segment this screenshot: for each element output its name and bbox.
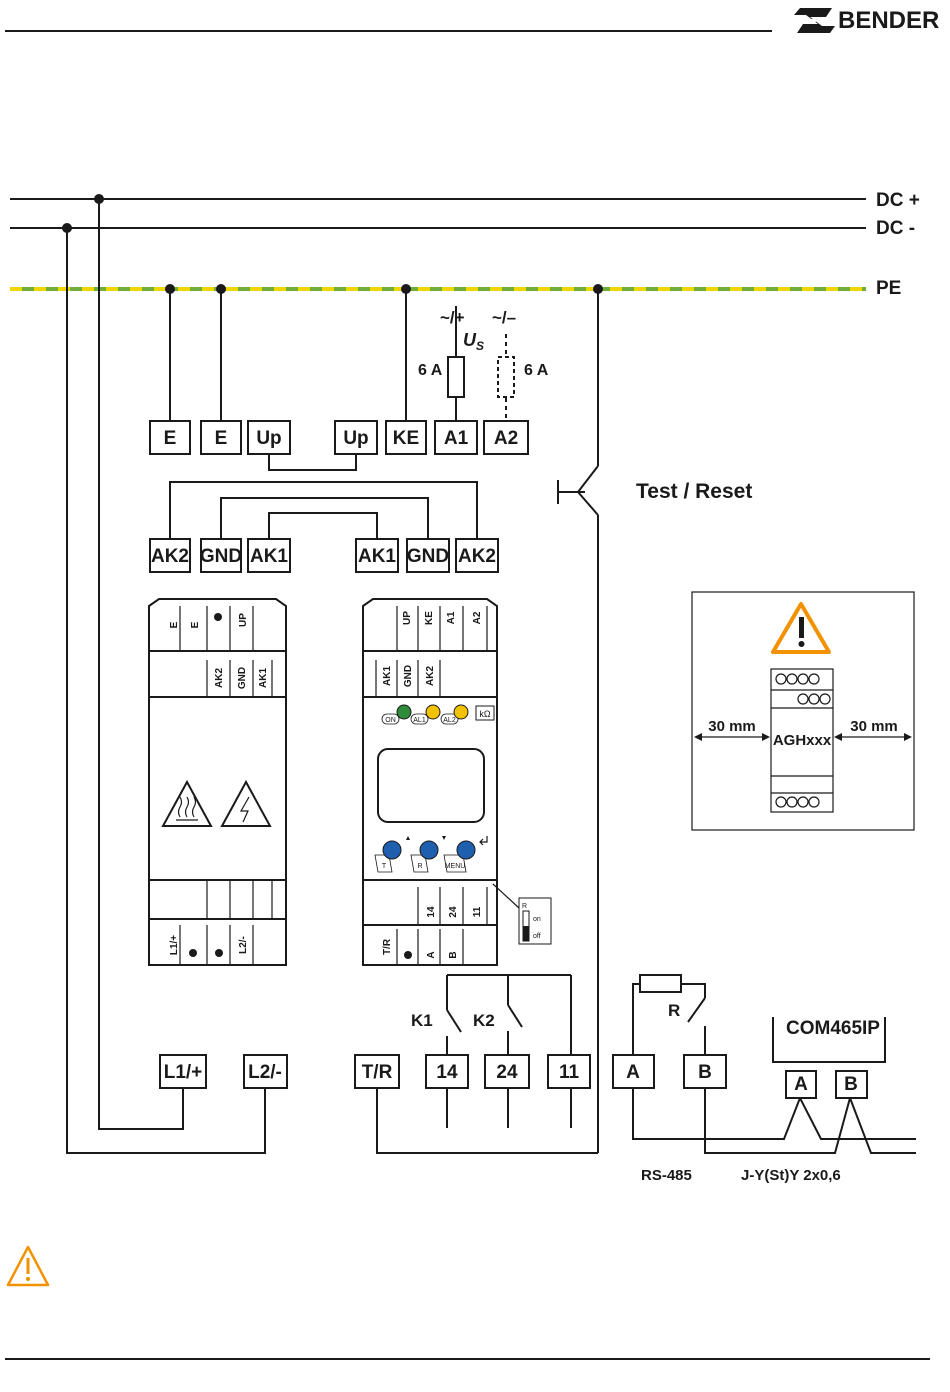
termination-resistor-label: R [668, 1001, 680, 1020]
monitor-top-ke: KE [424, 611, 435, 625]
led-al1-label: AL1 [413, 717, 426, 724]
button-test-label: T [382, 863, 387, 870]
led-on-label: ON [385, 717, 396, 724]
coupling-top-up: UP [238, 613, 249, 627]
terminal-e-1-label: E [164, 428, 177, 449]
fuse-left-rating: 6 A [418, 362, 443, 379]
terminal-l2-label: L2/- [248, 1062, 282, 1083]
supply-minus-label: ~/– [492, 308, 516, 327]
unit-badge-label: kΩ [479, 709, 491, 719]
monitor-mid-gnd: GND [403, 665, 414, 687]
monitor-top-up: UP [402, 611, 413, 625]
fuse-a1 [448, 357, 464, 397]
coupling-bottom-dot-2 [215, 949, 223, 957]
clearance-left-label: 30 mm [708, 718, 756, 735]
com465ip-label: COM465IP [786, 1018, 880, 1039]
coupling-bottom-l1: L1/+ [169, 935, 180, 955]
terminal-up-2-label: Up [343, 428, 368, 449]
coupling-bottom-dot-1 [189, 949, 197, 957]
monitor-bottom-dot [404, 951, 412, 959]
us-label: US [463, 330, 484, 353]
terminal-e-2-label: E [215, 428, 228, 449]
dc-minus-label: DC - [876, 218, 915, 239]
com-terminal-a-label: A [794, 1074, 808, 1095]
button-menu-label: MENU [445, 863, 466, 870]
coupling-top-e2: E [190, 621, 201, 628]
rail-wires [67, 199, 598, 1153]
insulation-monitor-device: UP KE A1 A2 AK1 GND AK2 ON AL1 AL2 kΩ [363, 599, 497, 965]
led-al2-label: AL2 [443, 717, 456, 724]
clearance-right-label: 30 mm [850, 718, 898, 735]
monitor-bottom-tr: T/R [382, 938, 393, 955]
top-terminals: E E Up Up KE A1 A2 [150, 421, 528, 454]
rs485-label: RS-485 [641, 1167, 692, 1184]
terminal-14-label: 14 [436, 1062, 458, 1083]
monitor-relay-24: 24 [448, 906, 459, 918]
termination-resistor [640, 975, 681, 992]
coupling-top-dot [214, 613, 222, 621]
bottom-terminals: L1/+ L2/- T/R 14 24 11 A B [160, 1055, 726, 1088]
terminal-b-label: B [698, 1062, 712, 1083]
monitor-bottom-a: A [426, 951, 437, 958]
brand-name: BENDER [838, 7, 939, 34]
monitor-relay-11: 11 [472, 906, 483, 917]
coupling-mid-ak1: AK1 [258, 668, 269, 688]
terminal-gnd-right-label: GND [407, 546, 449, 567]
caution-note-icon [8, 1247, 48, 1285]
ak-terminals: AK2 GND AK1 AK1 GND AK2 [150, 539, 498, 572]
terminal-11-label: 11 [559, 1062, 580, 1083]
test-reset-switch [558, 466, 598, 1153]
bender-logo-icon [794, 8, 835, 33]
terminal-gnd-left-label: GND [200, 546, 242, 567]
terminal-tr-label: T/R [362, 1062, 393, 1083]
monitor-top-a2: A2 [472, 611, 483, 624]
terminal-up-1-label: Up [256, 428, 281, 449]
terminal-l1-label: L1/+ [164, 1062, 203, 1083]
terminal-ak2-left-label: AK2 [151, 546, 189, 567]
cable-spec-label: J-Y(St)Y 2x0,6 [741, 1167, 841, 1184]
supply-plus-label: ~/+ [440, 308, 465, 327]
monitor-bottom-b: B [448, 951, 459, 958]
terminal-ke-label: KE [393, 428, 419, 449]
test-reset-label: Test / Reset [636, 480, 752, 503]
switch-r-label: R [522, 903, 527, 910]
lcd-display [378, 749, 484, 822]
monitor-mid-ak2: AK2 [425, 666, 436, 686]
com-terminal-b-label: B [844, 1074, 858, 1095]
aghxxx-label: AGHxxx [773, 732, 832, 749]
up-link-wire [269, 454, 356, 470]
terminal-a1-label: A1 [444, 428, 469, 449]
terminal-ak1-left-label: AK1 [250, 546, 288, 567]
switch-on-label: on [533, 916, 541, 923]
fuse-right-rating: 6 A [524, 362, 549, 379]
ak-bus-wires [170, 482, 477, 539]
clearance-panel: AGHxxx 30 mm 30 mm [692, 592, 914, 830]
coupling-mid-gnd: GND [237, 667, 248, 689]
relay-contacts [447, 975, 571, 1055]
monitor-mid-ak1: AK1 [382, 666, 393, 686]
coupling-bottom-l2: L2/- [238, 936, 249, 954]
monitor-top-a1: A1 [446, 611, 457, 624]
coupling-device: E E UP AK2 GND AK1 L1/+ L2/- [149, 599, 286, 965]
button-reset-label: R [417, 863, 422, 870]
coupling-mid-ak2: AK2 [214, 668, 225, 688]
terminal-24-label: 24 [496, 1062, 518, 1083]
relay-k2-label: K2 [473, 1011, 495, 1030]
junction-dots [62, 194, 603, 294]
dc-plus-label: DC + [876, 190, 920, 211]
termination-switch[interactable]: R on off [519, 898, 551, 944]
switch-off-label: off [533, 933, 541, 940]
pe-label: PE [876, 278, 901, 299]
relay-k1-label: K1 [411, 1011, 433, 1030]
terminal-ak2-right-label: AK2 [458, 546, 496, 567]
terminal-a-label: A [626, 1062, 640, 1083]
fuse-a2 [498, 357, 514, 397]
terminal-a2-label: A2 [494, 428, 518, 449]
terminal-ak1-right-label: AK1 [358, 546, 396, 567]
monitor-relay-14: 14 [426, 906, 437, 918]
coupling-top-e1: E [169, 621, 180, 628]
